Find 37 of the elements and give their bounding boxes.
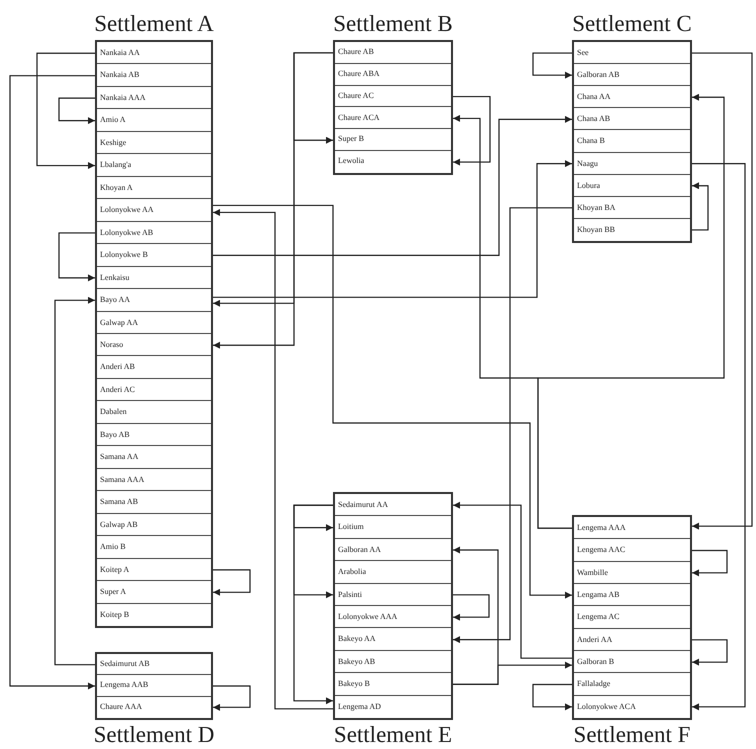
arrow bbox=[213, 685, 251, 711]
arrow bbox=[36, 52, 95, 170]
list-row: Galwap AB bbox=[97, 514, 211, 536]
arrow bbox=[453, 207, 572, 644]
table-heading: Settlement A bbox=[93, 10, 215, 38]
table-heading: Settlement E bbox=[332, 721, 454, 749]
arrow bbox=[213, 208, 333, 710]
table-heading: Settlement B bbox=[332, 10, 454, 38]
arrow bbox=[692, 639, 728, 666]
list-row: Wambille bbox=[574, 562, 690, 584]
arrow bbox=[293, 504, 333, 704]
table-heading: Settlement C bbox=[571, 10, 693, 38]
arrow bbox=[213, 160, 572, 298]
arrow bbox=[213, 204, 572, 599]
arrow bbox=[58, 98, 95, 124]
arrow bbox=[54, 296, 95, 666]
arrow bbox=[213, 116, 572, 256]
arrow bbox=[692, 52, 753, 530]
arrow bbox=[58, 232, 95, 282]
table-heading: Settlement F bbox=[572, 721, 692, 749]
arrow bbox=[692, 550, 728, 576]
arrow bbox=[537, 94, 725, 529]
arrow bbox=[9, 75, 95, 690]
arrow bbox=[532, 52, 572, 79]
arrow bbox=[692, 182, 709, 231]
arrow bbox=[692, 163, 746, 710]
list-row: Lolonyokwe AB bbox=[97, 222, 211, 244]
arrow bbox=[453, 594, 490, 621]
arrow bbox=[453, 96, 491, 166]
list-row: Lenkaisu bbox=[97, 266, 211, 290]
table-heading: Settlement D bbox=[92, 721, 216, 749]
arrow bbox=[453, 662, 572, 685]
arrow bbox=[453, 502, 572, 659]
list-row: Naagu bbox=[574, 152, 690, 175]
arrow bbox=[532, 684, 572, 710]
list-row: Koitep A bbox=[97, 558, 211, 582]
arrow bbox=[213, 569, 251, 596]
